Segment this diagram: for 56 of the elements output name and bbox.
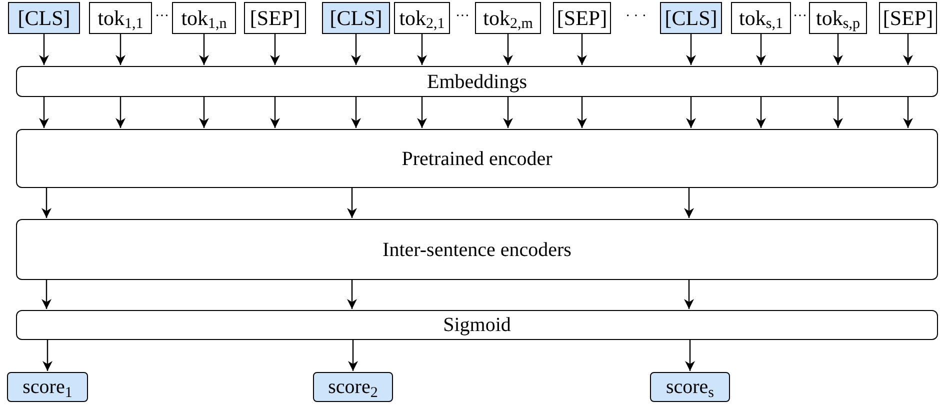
token-box: tok$_{1,n}$ xyxy=(172,2,236,34)
arrow xyxy=(42,340,52,371)
token-box: tok$_{2,1}$ xyxy=(394,2,450,34)
token-box: tok$_{2,m}$ xyxy=(475,2,541,34)
score-box: score$_{2}$ xyxy=(313,372,393,402)
ellipsis-text: · · · xyxy=(624,10,648,24)
layer-box: Sigmoid xyxy=(16,310,938,340)
arrow xyxy=(756,97,766,128)
score-box: score$_{s}$ xyxy=(650,372,730,402)
arrow xyxy=(903,97,913,128)
token-box: [SEP] xyxy=(553,2,611,34)
score-box: score$_{1}$ xyxy=(7,372,88,402)
arrow xyxy=(270,97,280,128)
token-box: [CLS] xyxy=(8,2,80,34)
arrow xyxy=(199,34,209,65)
arrow xyxy=(417,34,427,65)
layer-box: Inter-sentence encoders xyxy=(16,219,938,280)
arrow xyxy=(347,280,357,309)
arrow xyxy=(199,97,209,128)
arrow xyxy=(577,34,587,65)
token-box: tok$_{s,1}$ xyxy=(731,2,791,34)
token-box: tok$_{s,p}$ xyxy=(809,2,867,34)
arrow xyxy=(903,34,913,65)
token-box: [SEP] xyxy=(244,2,306,34)
arrow xyxy=(684,280,694,309)
arrow xyxy=(42,280,52,309)
arrow xyxy=(270,34,280,65)
token-box: tok$_{1,1}$ xyxy=(89,2,152,34)
ellipsis-text: ··· xyxy=(792,10,808,24)
arrow xyxy=(833,97,843,128)
arrow xyxy=(756,34,766,65)
arrow xyxy=(116,97,126,128)
token-box: [CLS] xyxy=(322,2,390,34)
ellipsis-text: ··· xyxy=(154,10,170,24)
arrow xyxy=(685,340,695,371)
arrow xyxy=(503,34,513,65)
arrow xyxy=(577,97,587,128)
arrow xyxy=(684,188,694,218)
arrow xyxy=(347,188,357,218)
token-box: [SEP] xyxy=(879,2,937,34)
arrow xyxy=(833,34,843,65)
layer-box: Pretrained encoder xyxy=(16,129,938,188)
arrow xyxy=(39,97,49,128)
arrow xyxy=(351,34,361,65)
arrow xyxy=(42,188,52,218)
layer-box: Embeddings xyxy=(16,66,938,97)
arrow xyxy=(116,34,126,65)
arrow xyxy=(348,340,358,371)
arrow xyxy=(417,97,427,128)
arrow xyxy=(39,34,49,65)
arrow xyxy=(686,34,696,65)
arrow xyxy=(686,97,696,128)
arrow xyxy=(503,97,513,128)
arrow xyxy=(351,97,361,128)
ellipsis-text: ··· xyxy=(454,10,470,24)
token-box: [CLS] xyxy=(660,2,722,34)
